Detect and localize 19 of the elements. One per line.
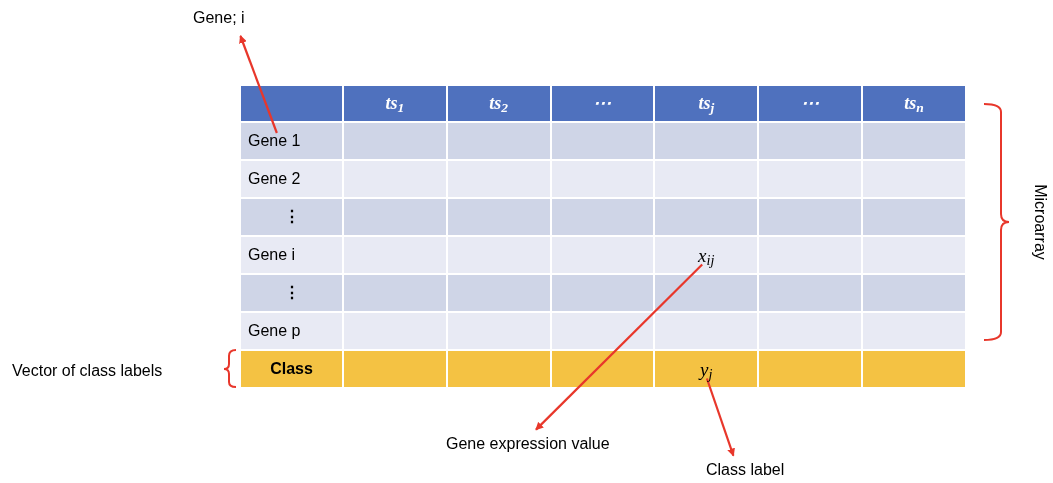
gene-label: Gene 2 (248, 169, 301, 189)
callout-text: Gene expression value (446, 432, 610, 456)
callout-text: Gene; i (193, 6, 245, 30)
gene-label: Gene 1 (248, 133, 301, 149)
column-header: ts$_{n}$ (904, 92, 924, 117)
row-label: Class (270, 359, 313, 379)
column-header: ts$_{1}$ (385, 92, 405, 117)
column-header: ts$_{j}$ (698, 92, 715, 117)
gene-label: Gene p (248, 321, 301, 341)
gene-label: Gene i (248, 245, 296, 265)
callout-text: Class label (706, 458, 785, 482)
gene-label: ⋮ (283, 207, 300, 227)
column-header: ⋯ (801, 92, 820, 115)
column-header: ts$_{2}$ (489, 92, 509, 117)
bracket-label: Vector of class labels (12, 361, 163, 381)
gene-label: ⋮ (283, 283, 300, 303)
leader-arrow (535, 263, 703, 431)
bracket-label: Microarray (1031, 184, 1050, 260)
column-header: ⋯ (593, 92, 612, 115)
